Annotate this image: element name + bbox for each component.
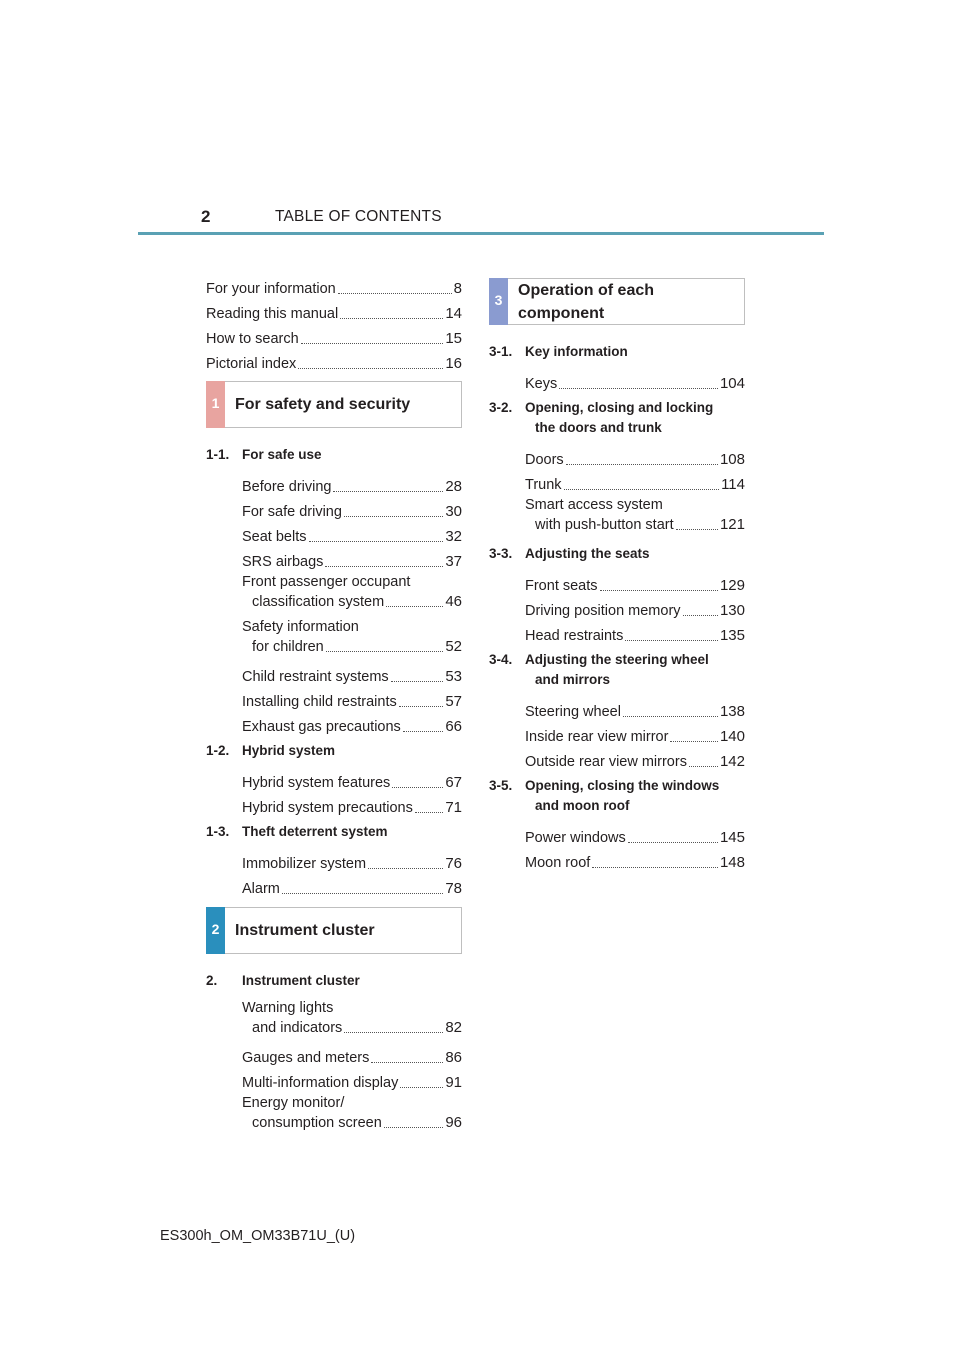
section-heading[interactable]: 1-2.Hybrid system [206,743,336,758]
chapter-2-title: Instrument cluster [235,922,375,939]
page-title: TABLE OF CONTENTS [275,208,442,225]
section-heading[interactable]: 1-3.Theft deterrent system [206,824,388,839]
chapter-1-box[interactable]: 1 For safety and security [206,381,462,428]
page-number: 2 [201,207,211,226]
section-heading[interactable]: 3-3.Adjusting the seats [489,546,650,561]
section-heading[interactable]: 1-1.For safe use [206,447,322,462]
chapter-3-title: Operation of each component [518,282,655,322]
document-code: ES300h_OM_OM33B71U_(U) [160,1228,356,1244]
chapter-1-title: For safety and security [235,396,411,413]
section-heading[interactable]: 3-1.Key information [489,344,628,359]
chapter-2-tab: 2 [206,907,225,954]
chapter-2-box[interactable]: 2 Instrument cluster [206,907,462,954]
chapter-3-tab: 3 [489,278,508,325]
page-header: 2 TABLE OF CONTENTS [138,205,824,237]
chapter-3-box[interactable]: 3 Operation of each component [489,278,745,325]
chapter-1-tab: 1 [206,381,225,428]
toc-right-column: 3 Operation of each component 3-1.Key in… [489,274,745,873]
header-rule [138,232,824,235]
section-heading[interactable]: 2.Instrument cluster [206,973,360,988]
